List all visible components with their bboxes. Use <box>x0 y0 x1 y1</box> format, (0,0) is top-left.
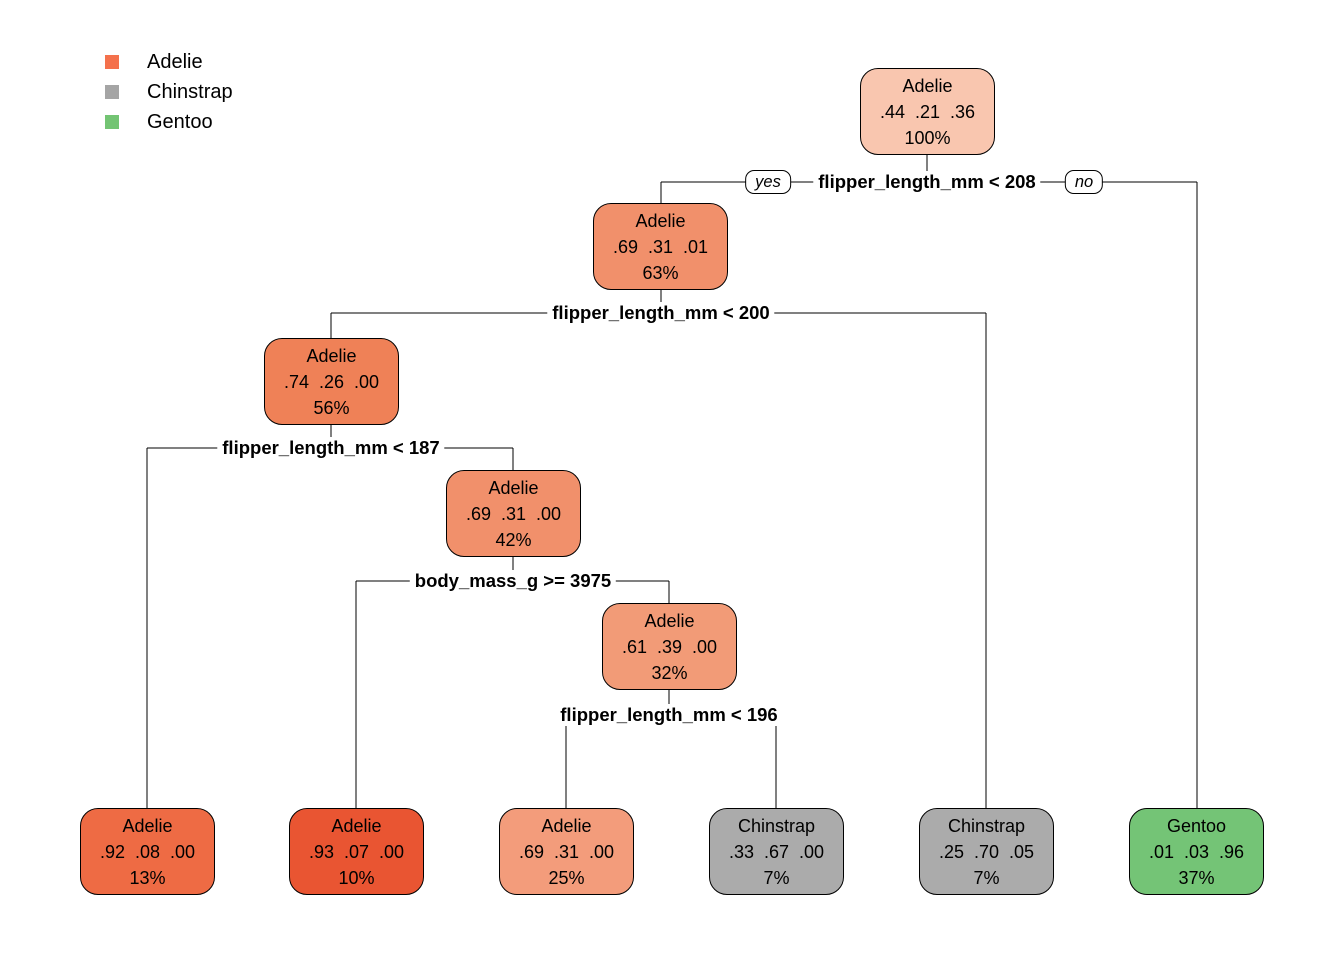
tree-leaf-adelie-10: Adelie .93 .07 .00 10% <box>289 808 424 895</box>
split-condition-bodymass-3975: body_mass_g >= 3975 <box>409 570 617 592</box>
node-coverage: 7% <box>763 867 790 888</box>
node-probabilities: .92 .08 .00 <box>99 841 196 862</box>
tree-node-internal-32: Adelie .61 .39 .00 32% <box>602 603 737 690</box>
tree-node-internal-63: Adelie .69 .31 .01 63% <box>593 203 728 290</box>
chinstrap-color-swatch <box>105 85 119 99</box>
node-coverage: 37% <box>1178 867 1215 888</box>
node-probabilities: .44 .21 .36 <box>879 101 976 122</box>
node-probabilities: .01 .03 .96 <box>1148 841 1245 862</box>
node-class-label: Adelie <box>635 210 686 231</box>
node-probabilities: .33 .67 .00 <box>728 841 825 862</box>
node-coverage: 63% <box>642 262 679 283</box>
node-coverage: 10% <box>338 867 375 888</box>
node-class-label: Adelie <box>122 815 173 836</box>
legend-item-adelie: Adelie <box>105 47 233 77</box>
adelie-color-swatch <box>105 55 119 69</box>
yes-branch-label: yes <box>745 170 791 194</box>
tree-node-internal-42: Adelie .69 .31 .00 42% <box>446 470 581 557</box>
node-class-label: Adelie <box>488 477 539 498</box>
node-probabilities: .69 .31 .00 <box>465 503 562 524</box>
tree-node-internal-56: Adelie .74 .26 .00 56% <box>264 338 399 425</box>
split-condition-flipper-196: flipper_length_mm < 196 <box>555 704 783 726</box>
tree-node-root: Adelie .44 .21 .36 100% <box>860 68 995 155</box>
split-condition-flipper-200: flipper_length_mm < 200 <box>547 302 775 324</box>
node-coverage: 100% <box>904 127 951 148</box>
node-coverage: 7% <box>973 867 1000 888</box>
no-branch-label: no <box>1064 170 1104 194</box>
legend-label: Chinstrap <box>147 80 233 103</box>
node-class-label: Chinstrap <box>947 815 1026 836</box>
node-probabilities: .93 .07 .00 <box>308 841 405 862</box>
node-coverage: 32% <box>651 662 688 683</box>
legend-item-gentoo: Gentoo <box>105 107 233 137</box>
node-probabilities: .74 .26 .00 <box>283 371 380 392</box>
node-class-label: Chinstrap <box>737 815 816 836</box>
gentoo-color-swatch <box>105 115 119 129</box>
node-probabilities: .69 .31 .01 <box>612 236 709 257</box>
legend-label: Gentoo <box>147 110 213 133</box>
node-class-label: Adelie <box>541 815 592 836</box>
legend: Adelie Chinstrap Gentoo <box>105 47 233 137</box>
node-coverage: 56% <box>313 397 350 418</box>
split-condition-flipper-208: flipper_length_mm < 208 <box>813 171 1041 193</box>
node-coverage: 13% <box>129 867 166 888</box>
legend-item-chinstrap: Chinstrap <box>105 77 233 107</box>
tree-leaf-adelie-25: Adelie .69 .31 .00 25% <box>499 808 634 895</box>
node-class-label: Adelie <box>331 815 382 836</box>
node-class-label: Adelie <box>306 345 357 366</box>
node-coverage: 25% <box>548 867 585 888</box>
node-probabilities: .61 .39 .00 <box>621 636 718 657</box>
legend-label: Adelie <box>147 50 203 73</box>
node-class-label: Adelie <box>902 75 953 96</box>
split-condition-flipper-187: flipper_length_mm < 187 <box>217 437 445 459</box>
tree-leaf-gentoo-37: Gentoo .01 .03 .96 37% <box>1129 808 1264 895</box>
node-class-label: Gentoo <box>1166 815 1227 836</box>
tree-leaf-adelie-13: Adelie .92 .08 .00 13% <box>80 808 215 895</box>
node-probabilities: .25 .70 .05 <box>938 841 1035 862</box>
node-coverage: 42% <box>495 529 532 550</box>
node-class-label: Adelie <box>644 610 695 631</box>
tree-leaf-chinstrap-7a: Chinstrap .33 .67 .00 7% <box>709 808 844 895</box>
tree-leaf-chinstrap-7b: Chinstrap .25 .70 .05 7% <box>919 808 1054 895</box>
node-probabilities: .69 .31 .00 <box>518 841 615 862</box>
